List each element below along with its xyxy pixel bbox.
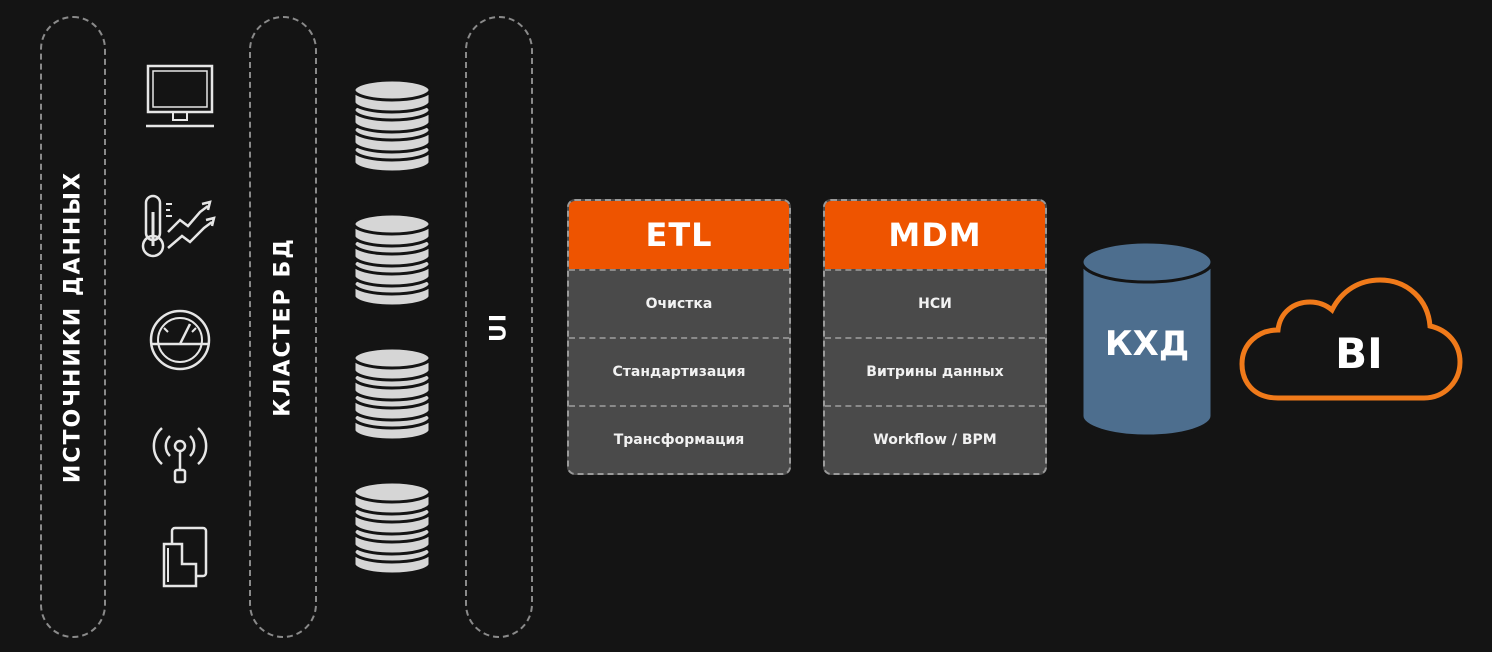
monitor-icon	[146, 64, 214, 128]
mdm-row-workflow: Workflow / BPM	[825, 405, 1045, 473]
database-icon-1	[352, 78, 432, 174]
database-icon-2	[352, 212, 432, 308]
phone-card-icon	[162, 526, 208, 588]
mdm-title: MDM	[825, 201, 1045, 269]
sources-label: ИСТОЧНИКИ ДАННЫХ	[60, 170, 86, 484]
gauge-icon	[149, 309, 211, 371]
ui-label: UI	[486, 311, 512, 343]
mdm-row-nsi: НСИ	[825, 269, 1045, 337]
etl-block: ETL Очистка Стандартизация Трансформация	[567, 199, 791, 475]
bi-cloud: BI	[1239, 277, 1463, 401]
bi-label: BI	[1335, 329, 1383, 378]
etl-row-cleaning: Очистка	[569, 269, 789, 337]
cluster-column: КЛАСТЕР БД	[249, 16, 317, 638]
storage-cylinder: КХД	[1080, 240, 1214, 438]
antenna-icon	[152, 427, 208, 484]
thermometer-chart-icon	[141, 194, 216, 258]
etl-row-standardization: Стандартизация	[569, 337, 789, 405]
database-icon-3	[352, 346, 432, 442]
etl-title: ETL	[569, 201, 789, 269]
mdm-row-data-marts: Витрины данных	[825, 337, 1045, 405]
cluster-label: КЛАСТЕР БД	[270, 237, 296, 417]
etl-row-transformation: Трансформация	[569, 405, 789, 473]
sources-column: ИСТОЧНИКИ ДАННЫХ	[40, 16, 106, 638]
ui-column: UI	[465, 16, 533, 638]
storage-label: КХД	[1105, 324, 1189, 364]
mdm-block: MDM НСИ Витрины данных Workflow / BPM	[823, 199, 1047, 475]
database-icon-4	[352, 480, 432, 576]
